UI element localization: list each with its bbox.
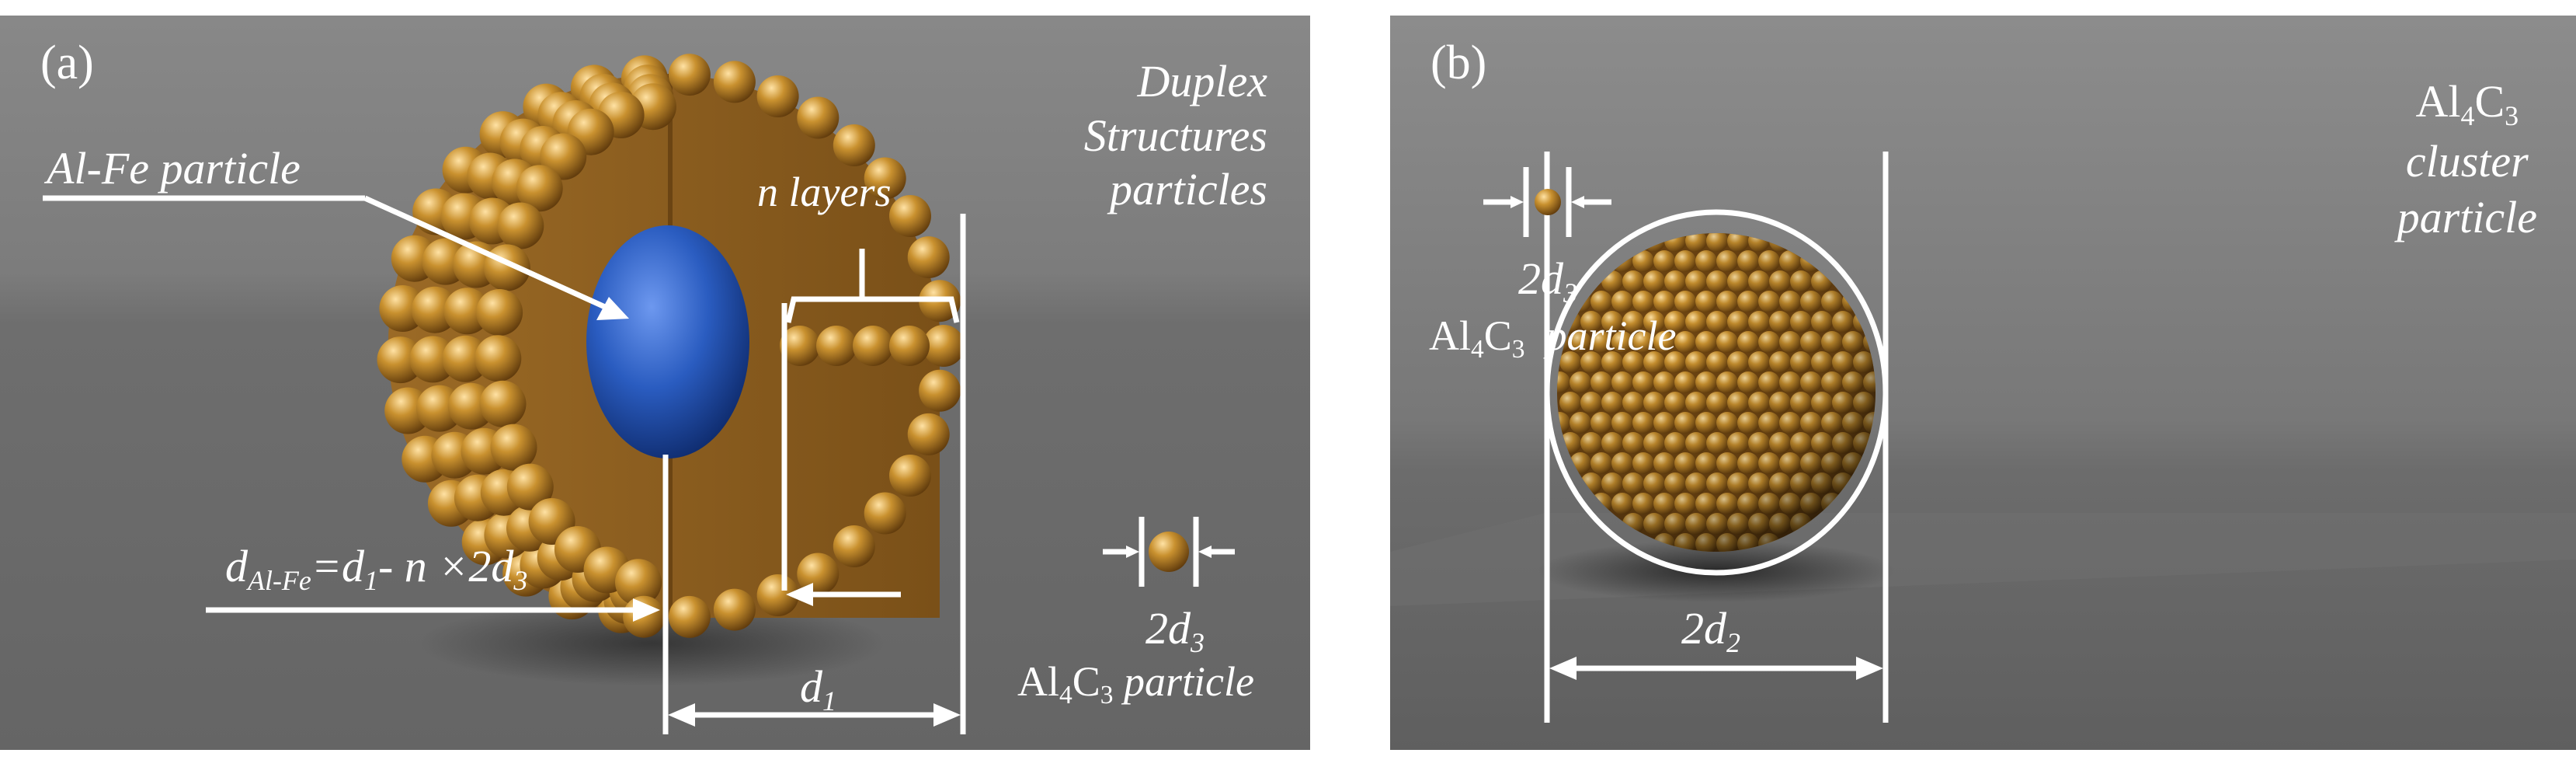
bead (780, 326, 820, 366)
bead (919, 369, 961, 412)
bead (497, 202, 544, 249)
bead (907, 236, 950, 279)
bead (853, 326, 893, 366)
bead (713, 588, 756, 631)
bead (797, 553, 840, 595)
bead (797, 96, 840, 139)
cluster-title-line-3: particle (2397, 192, 2537, 243)
panel-a-illustration (0, 16, 1310, 750)
duplex-title: Duplex Structures particles (1084, 54, 1267, 217)
bead (490, 424, 537, 471)
panel-b: (b) Al4C3 cluster particle 2d3 Al4C3 par… (1390, 16, 2576, 750)
bead (476, 289, 523, 336)
bead (833, 124, 875, 166)
bead (713, 61, 756, 103)
bead (889, 326, 930, 366)
al-fe-core (586, 225, 749, 458)
annotation-lines (43, 195, 1235, 734)
bead (864, 157, 906, 200)
title-line-3: particles (1110, 164, 1267, 215)
bead-size-label-b: 2d3 (1518, 253, 1577, 309)
annotation-lines-b (1483, 152, 1889, 723)
bead-layer-shell (377, 54, 965, 638)
bead (816, 326, 857, 366)
bead (833, 525, 875, 567)
al4c3-particle-label-b: Al4C3 particle (1429, 312, 1677, 364)
panel-a: (a) Duplex Structures particles Al-Fe pa… (0, 16, 1310, 750)
bead (540, 133, 587, 180)
title-line-2: Structures (1083, 110, 1267, 161)
bead-size-label: 2d3 (1145, 603, 1205, 658)
bead (442, 335, 489, 382)
bead (756, 75, 799, 117)
d1-label: d1 (800, 661, 836, 716)
panel-b-illustration (1390, 16, 2576, 750)
d2-label: 2d2 (1681, 603, 1740, 658)
panel-letter-b: (b) (1431, 37, 1487, 89)
ground-shadow (419, 601, 885, 686)
cluster-title: Al4C3 cluster particle (2397, 74, 2537, 246)
bead (409, 336, 457, 383)
single-al4c3-bead-b (1535, 189, 1561, 215)
bead (516, 165, 563, 212)
layers-label: n layers (757, 169, 892, 215)
bead (475, 335, 522, 382)
bead (668, 54, 711, 96)
bead (506, 463, 554, 511)
cluster-title-line-2: cluster (2405, 135, 2529, 187)
bead (479, 380, 527, 427)
bead (889, 195, 931, 237)
formula-label: dAl-Fe=d1- n ×2d3 (225, 541, 528, 596)
core-label: Al-Fe particle (47, 143, 301, 193)
bead (864, 492, 906, 535)
al4c3-particle-label: Al4C3 particle (1017, 658, 1254, 710)
bead (668, 595, 711, 638)
title-line-1: Duplex (1137, 56, 1268, 106)
bead (377, 336, 424, 384)
panel-letter-a: (a) (40, 37, 94, 89)
bead (923, 325, 965, 367)
bead (889, 455, 931, 497)
single-al4c3-bead (1149, 532, 1189, 572)
bead (907, 413, 950, 455)
cluster-title-line-1: Al4C3 (2415, 76, 2519, 131)
bead (615, 559, 662, 606)
bead (756, 574, 799, 616)
